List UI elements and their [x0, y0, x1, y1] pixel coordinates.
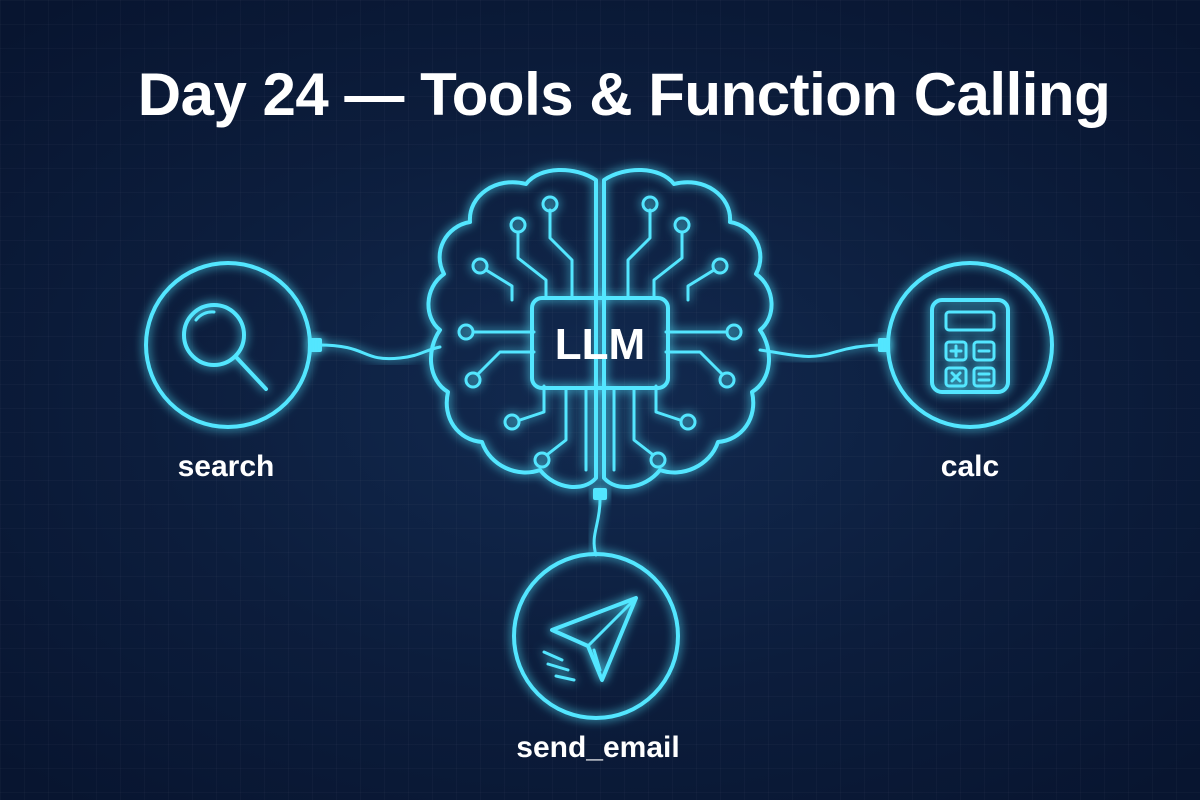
diagram-title: Day 24 — Tools & Function Calling	[137, 61, 1111, 128]
connector-send-email	[592, 488, 607, 557]
send-email-node-circle	[512, 552, 680, 720]
tool-node-search[interactable]: search	[144, 261, 312, 483]
tool-node-send-email[interactable]: send_email	[512, 552, 680, 764]
magnifier-icon	[182, 303, 268, 391]
llm-label: LLM	[555, 320, 645, 369]
send-email-label: send_email	[516, 731, 679, 764]
connector-search	[310, 338, 442, 361]
brain-circuit-icon	[426, 168, 774, 490]
search-label: search	[178, 450, 275, 483]
calc-label: calc	[941, 450, 999, 483]
calc-node-circle	[886, 261, 1054, 429]
paper-plane-icon	[542, 596, 638, 682]
tool-node-calc[interactable]: calc	[886, 261, 1054, 483]
search-node-circle	[144, 261, 312, 429]
connector-calc	[758, 338, 890, 358]
calculator-icon	[930, 298, 1010, 394]
